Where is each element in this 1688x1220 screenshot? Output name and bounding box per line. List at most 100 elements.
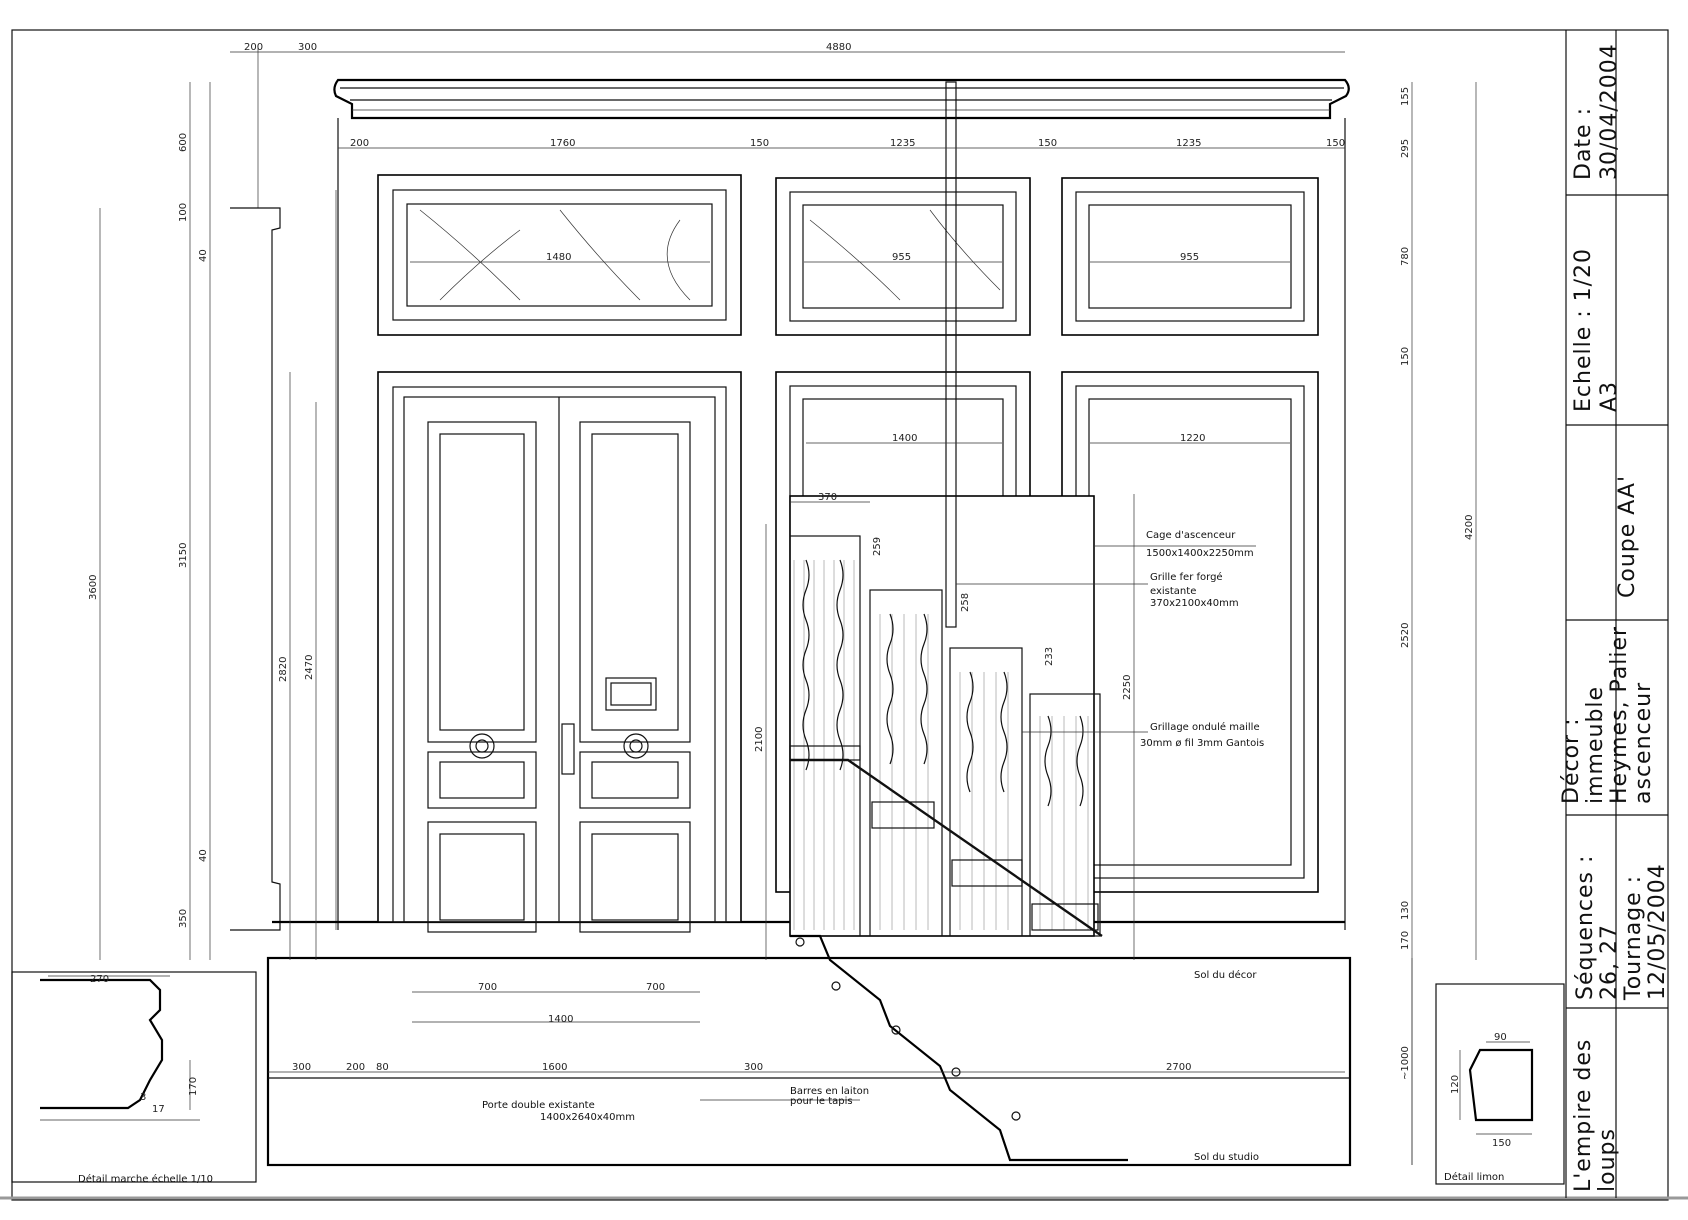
title-block: Date : 30/04/2004 Echelle : 1/20 A3 Coup… — [1559, 30, 1670, 1198]
decor-line-1: immeuble — [1583, 686, 1608, 804]
dim-right-4200: 4200 — [1464, 515, 1475, 540]
note-grille-sub: existante — [1150, 586, 1196, 597]
dim-left-600: 600 — [178, 133, 189, 152]
dim-row-150c: 150 — [1326, 138, 1345, 149]
date-value: 30/04/2004 — [1597, 43, 1622, 180]
dim-panel-1480: 1480 — [546, 252, 571, 263]
note-cage-title: Cage d'ascenceur — [1146, 530, 1236, 541]
dim-left-3150: 3150 — [178, 543, 189, 568]
dim-bottom-80: 80 — [376, 1062, 389, 1073]
dimension-lines — [99, 51, 1477, 1165]
leader-lines — [700, 545, 1256, 1101]
dim-right-780: 780 — [1400, 247, 1411, 266]
dim-left-100: 100 — [178, 203, 189, 222]
dim-cage-2100: 2100 — [754, 727, 765, 752]
note-grillage-title: Grillage ondulé maille — [1150, 721, 1260, 733]
door-frame — [377, 371, 742, 923]
dim-detail-right-120: 120 — [1450, 1075, 1461, 1094]
note-sol-decor: Sol du décor — [1194, 969, 1257, 981]
film-title-2: loups — [1595, 1128, 1620, 1192]
film-title-1: L'empire des — [1571, 1039, 1596, 1192]
note-sol-studio: Sol du studio — [1194, 1152, 1259, 1163]
dim-bottom-300b: 300 — [744, 1062, 763, 1073]
lift-rail — [945, 81, 957, 628]
dim-panel-955a: 955 — [892, 252, 911, 263]
decor-line-3: ascenceur — [1631, 682, 1656, 804]
dim-top-300: 300 — [298, 42, 317, 53]
note-cage-size: 1500x1400x2250mm — [1146, 548, 1254, 559]
section-name: Coupe AA' — [1615, 475, 1640, 598]
sequences-label: Séquences : — [1573, 855, 1598, 1000]
dim-bottom-2700: 2700 — [1166, 1062, 1191, 1073]
dim-right-155: 155 — [1400, 87, 1411, 106]
dim-left-2820: 2820 — [278, 657, 289, 682]
dim-detail-right-150: 150 — [1492, 1138, 1511, 1149]
stair-nosing-2 — [831, 981, 841, 991]
staircase — [790, 934, 1128, 1162]
note-grille-size: 370x2100x40mm — [1150, 598, 1239, 609]
dim-bottom-1600: 1600 — [542, 1062, 567, 1073]
dim-panel-1220: 1220 — [1180, 433, 1205, 444]
dim-panel-1400: 1400 — [892, 433, 917, 444]
note-porte-2: 1400x2640x40mm — [540, 1112, 635, 1123]
dim-cage-370: 370 — [818, 492, 837, 503]
sequences-value: 26, 27 — [1597, 924, 1622, 1000]
dim-cage-259: 259 — [872, 537, 883, 556]
note-barres-2: pour le tapis — [790, 1096, 853, 1107]
decor-line-2: Heymes, Palier — [1607, 626, 1632, 804]
dim-left-40b: 40 — [198, 849, 209, 862]
dim-left-350: 350 — [178, 909, 189, 928]
step-detail-caption: Détail marche échelle 1/10 — [78, 1173, 213, 1185]
dim-cage-2250: 2250 — [1122, 675, 1133, 700]
transom-panel-left — [377, 174, 742, 336]
dim-detail-3: 3 — [140, 1092, 146, 1103]
transom-panel-middle — [775, 177, 1031, 336]
dim-left-3600: 3600 — [88, 575, 99, 600]
dim-panel-955b: 955 — [1180, 252, 1199, 263]
cornice — [333, 78, 1350, 120]
dim-row-1760: 1760 — [550, 138, 575, 149]
cage-mesh — [793, 560, 1089, 930]
dim-left-2470: 2470 — [304, 655, 315, 680]
lower-panel-right — [1061, 371, 1319, 893]
dim-right-170: 170 — [1400, 931, 1411, 950]
stair-nosing-1 — [795, 937, 805, 947]
scale-label: Echelle : 1/20 — [1571, 248, 1596, 412]
dim-row-1235a: 1235 — [890, 138, 915, 149]
transom-panel-right — [1061, 177, 1319, 336]
stair-nosing-5 — [1011, 1111, 1021, 1121]
handrail — [790, 758, 1103, 937]
stringer-detail — [1435, 983, 1565, 1185]
dim-detail-270: 270 — [90, 974, 109, 985]
dim-detail-17: 17 — [152, 1104, 165, 1115]
dim-bottom-200: 200 — [346, 1062, 365, 1073]
dim-left-40a: 40 — [198, 249, 209, 262]
dim-bottom-1400: 1400 — [548, 1014, 573, 1025]
dim-right-2520: 2520 — [1400, 623, 1411, 648]
dim-cage-258: 258 — [960, 593, 971, 612]
note-barres-1: Barres en laiton — [790, 1086, 869, 1097]
date-label: Date : — [1571, 107, 1596, 180]
door-leaf-left — [427, 421, 537, 933]
elevator-cage — [789, 495, 1101, 937]
dim-row-150b: 150 — [1038, 138, 1057, 149]
plinth — [266, 956, 1352, 1167]
dim-right-130: 130 — [1400, 901, 1411, 920]
note-porte-1: Porte double existante — [482, 1100, 595, 1111]
note-grille-title: Grille fer forgé — [1150, 571, 1223, 583]
sheet-border — [11, 29, 1669, 1201]
note-grillage-sub: 30mm ø fil 3mm Gantois — [1140, 738, 1264, 749]
dim-cage-233: 233 — [1044, 647, 1055, 666]
dim-right-1000: ~1000 — [1400, 1046, 1411, 1080]
dim-row-200: 200 — [350, 138, 369, 149]
stringer-detail-caption: Détail limon — [1444, 1171, 1504, 1183]
dim-bottom-300a: 300 — [292, 1062, 311, 1073]
shooting-label: Tournage : — [1621, 875, 1646, 1001]
stair-nosing-3 — [891, 1025, 901, 1035]
dim-right-295: 295 — [1400, 139, 1411, 158]
dim-row-1235b: 1235 — [1176, 138, 1201, 149]
dim-bottom-700b: 700 — [646, 982, 665, 993]
dim-row-150a: 150 — [750, 138, 769, 149]
dim-detail-right-90: 90 — [1494, 1032, 1507, 1043]
